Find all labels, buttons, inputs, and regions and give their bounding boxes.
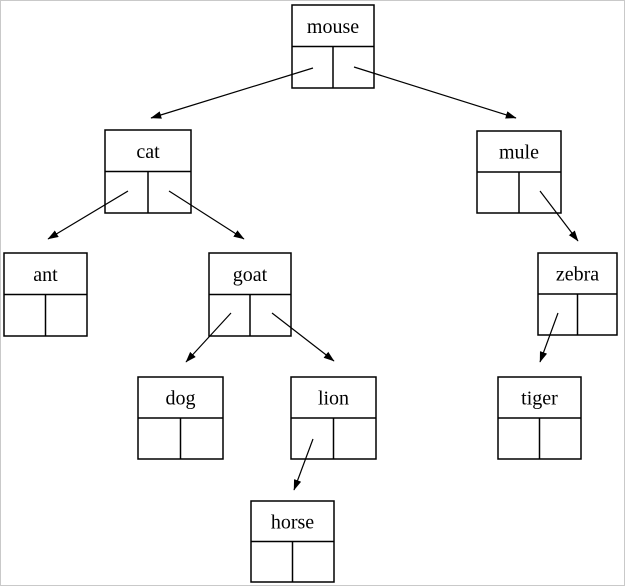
edge-cat-left-to-ant	[47, 190, 129, 240]
node-label-zebra: zebra	[556, 264, 599, 286]
edge-goat-right-to-lion	[271, 312, 335, 362]
edge-goat-left-to-dog	[185, 312, 232, 363]
edge-cat-right-to-goat	[168, 190, 245, 240]
tree-node-dog: dog	[137, 376, 224, 460]
tree-node-horse: horse	[250, 500, 335, 583]
node-label-dog: dog	[166, 388, 196, 410]
edges-layer	[47, 66, 579, 491]
tree-node-zebra: zebra	[537, 252, 618, 336]
edge-lion-left-to-horse	[293, 438, 314, 491]
tree-node-cat: cat	[104, 129, 192, 214]
node-label-mule: mule	[499, 142, 539, 164]
edge-mouse-right-to-mule	[353, 66, 517, 119]
edge-mouse-left-to-cat	[150, 67, 314, 119]
node-label-cat: cat	[136, 141, 160, 163]
node-label-mouse: mouse	[307, 16, 359, 38]
tree-node-tiger: tiger	[497, 376, 582, 460]
tree-node-mouse: mouse	[291, 4, 375, 89]
nodes-layer: mouse cat mule ant goat zebra dog lion tiger hors…	[3, 4, 618, 583]
edge-zebra-left-to-tiger	[539, 312, 559, 363]
node-label-ant: ant	[33, 264, 58, 286]
tree-node-lion: lion	[290, 376, 377, 460]
node-label-lion: lion	[318, 388, 349, 410]
tree-node-mule: mule	[476, 130, 562, 214]
tree-node-ant: ant	[3, 252, 88, 337]
edge-mule-right-to-zebra	[539, 190, 579, 242]
node-label-tiger: tiger	[521, 388, 558, 410]
node-label-goat: goat	[233, 264, 268, 286]
node-label-horse: horse	[271, 511, 314, 533]
